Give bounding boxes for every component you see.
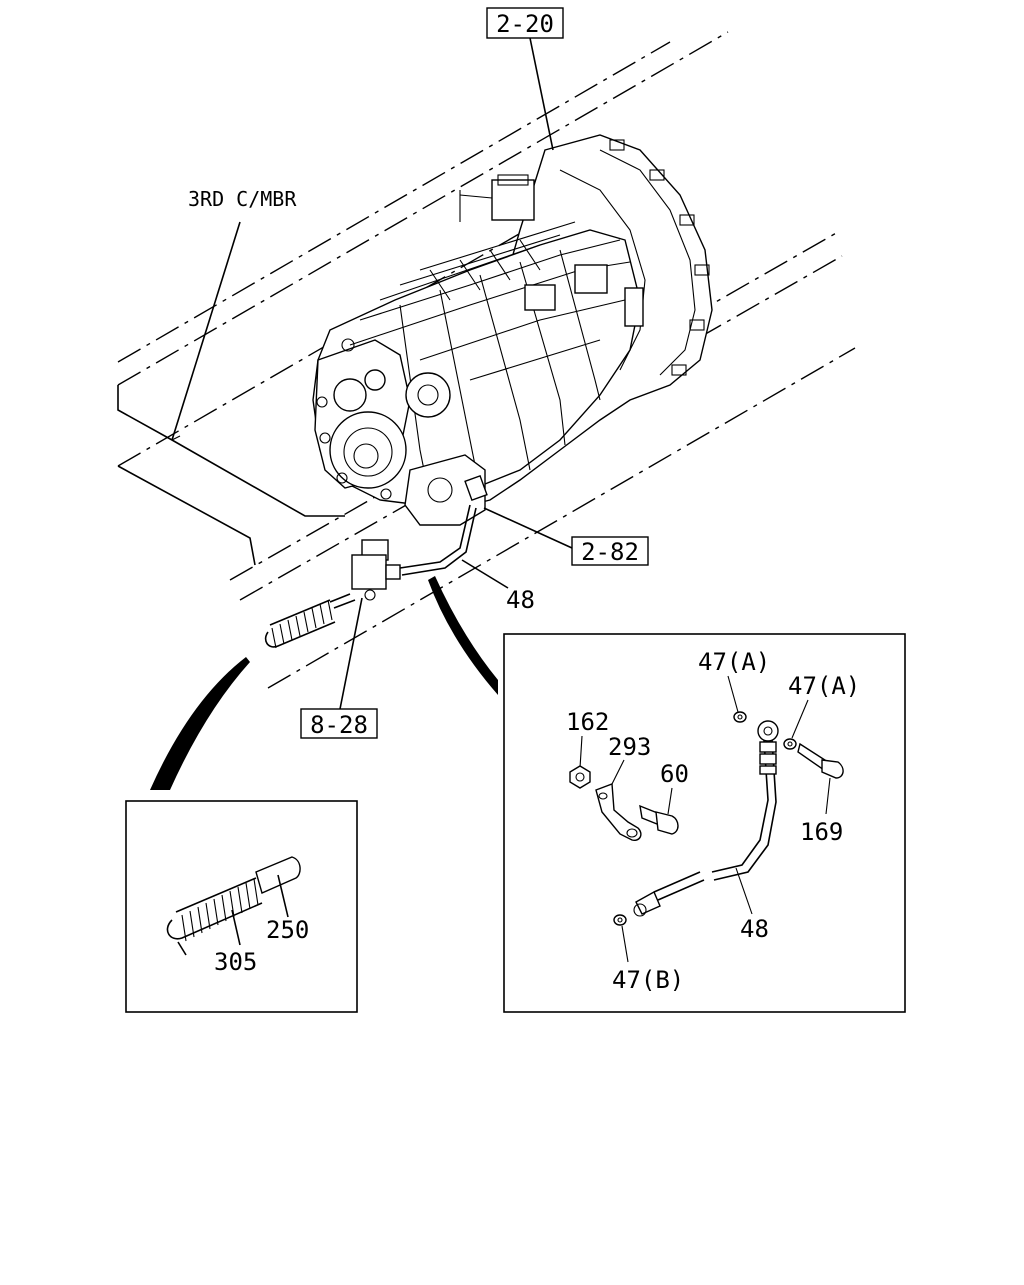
svg-text:48: 48 (506, 586, 535, 614)
shift-cable (264, 593, 356, 649)
svg-text:305: 305 (214, 948, 257, 976)
svg-text:8-28: 8-28 (310, 711, 368, 739)
control-valve (351, 539, 401, 601)
transmission-assembly (312, 134, 713, 526)
label-48-main: 48 (461, 559, 535, 614)
svg-text:162: 162 (566, 708, 609, 736)
svg-text:293: 293 (608, 733, 651, 761)
svg-text:60: 60 (660, 760, 689, 788)
svg-text:47(A): 47(A) (788, 672, 860, 700)
svg-text:47(A): 47(A) (698, 648, 770, 676)
svg-text:169: 169 (800, 818, 843, 846)
crossmember-outline (117, 385, 345, 566)
detail-pointers (150, 576, 498, 790)
ref-box-top: 2-20 (486, 7, 564, 151)
svg-text:48: 48 (740, 915, 769, 943)
ref-box-right: 2-82 (483, 507, 649, 566)
hose-48-main (399, 504, 477, 576)
detail-box-right: 162 293 60 47(A) 47(A) (503, 633, 906, 1013)
detail-box-left: 305 250 (125, 800, 358, 1013)
svg-text:250: 250 (266, 916, 309, 944)
svg-text:47(B): 47(B) (612, 966, 684, 994)
svg-text:3RD C/MBR: 3RD C/MBR (188, 187, 297, 211)
svg-text:2-82: 2-82 (581, 538, 639, 566)
svg-text:2-20: 2-20 (496, 10, 554, 38)
ref-box-left: 8-28 (300, 597, 378, 739)
crossmember-label: 3RD C/MBR (171, 187, 297, 441)
